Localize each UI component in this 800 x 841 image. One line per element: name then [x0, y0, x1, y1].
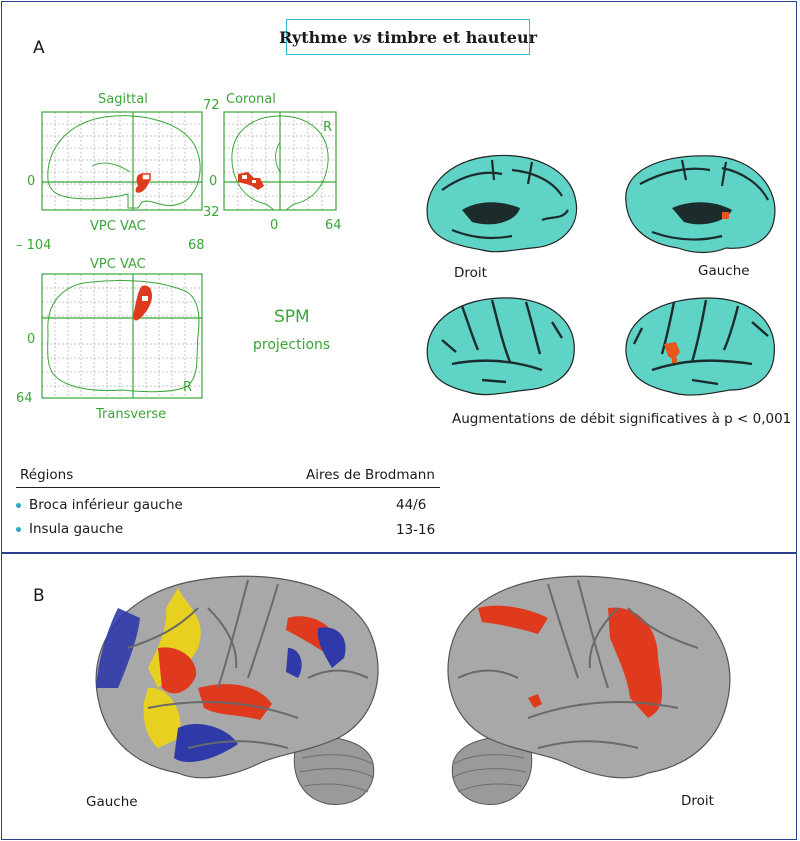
- title-main: Rythme: [278, 27, 353, 47]
- significance-caption: Augmentations de débit significatives à …: [452, 411, 792, 427]
- table-divider: [16, 487, 440, 488]
- tick-0-coronal: 0: [209, 174, 218, 189]
- coronal-label: Coronal: [226, 92, 276, 107]
- tick-0-transverse: 0: [27, 332, 36, 347]
- tick-72: 72: [203, 98, 220, 113]
- transverse-view: [41, 273, 203, 399]
- right-hemisphere-label: Droit: [681, 793, 714, 809]
- panel-a: A Rythme vs timbre et hauteur Sagittal C…: [1, 1, 797, 553]
- render-droit-label: Droit: [454, 265, 487, 281]
- panel-a-letter: A: [33, 38, 45, 58]
- sagittal-view: [41, 111, 203, 211]
- vpc-vac-label-1: VPC VAC: [90, 219, 146, 234]
- render-gauche-medial: [625, 155, 776, 254]
- left-hemisphere-label: Gauche: [86, 794, 138, 810]
- tick-neg104: – 104: [16, 238, 52, 253]
- vpc-vac-label-2: VPC VAC: [90, 257, 146, 272]
- transverse-r-marker: R: [183, 380, 193, 395]
- render-gauche-lateral: [625, 297, 775, 396]
- coronal-r-marker: R: [323, 120, 333, 135]
- tick-0-sagittal: 0: [27, 174, 36, 189]
- brain-render-left: [95, 575, 379, 805]
- tick-68: 68: [188, 238, 205, 253]
- coronal-view: [223, 111, 337, 211]
- tick-64-bottom: 64: [325, 218, 342, 233]
- projections-label: projections: [253, 337, 331, 353]
- bullet-icon: [16, 502, 21, 508]
- transverse-label: Transverse: [96, 407, 167, 422]
- panel-b: B: [1, 553, 797, 840]
- title-rest: timbre et hauteur: [371, 27, 538, 47]
- render-gauche-label: Gauche: [698, 263, 750, 279]
- tick-32: 32: [203, 205, 220, 220]
- table-header-brodmann: Aires de Brodmann: [306, 467, 435, 483]
- render-droit-lateral: [426, 297, 575, 396]
- panel-b-letter: B: [33, 586, 45, 606]
- bullet-icon: [16, 526, 21, 532]
- tick-0-bottom: 0: [270, 218, 279, 233]
- region-name: Broca inférieur gauche: [29, 497, 183, 513]
- region-name: Insula gauche: [29, 521, 124, 537]
- table-header-regions: Régions: [20, 467, 74, 483]
- render-droit-medial: [426, 154, 578, 253]
- title-vs: vs: [352, 27, 372, 47]
- spm-label: SPM: [274, 307, 310, 327]
- sagittal-label: Sagittal: [98, 92, 148, 107]
- figure-title: Rythme vs timbre et hauteur: [279, 19, 537, 55]
- table-row: Insula gauche: [16, 521, 123, 537]
- brain-render-right: [447, 575, 731, 805]
- brodmann-area: 44/6: [396, 497, 427, 513]
- tick-64-transverse: 64: [16, 391, 33, 406]
- table-row: Broca inférieur gauche: [16, 497, 183, 513]
- brodmann-area: 13-16: [396, 522, 436, 538]
